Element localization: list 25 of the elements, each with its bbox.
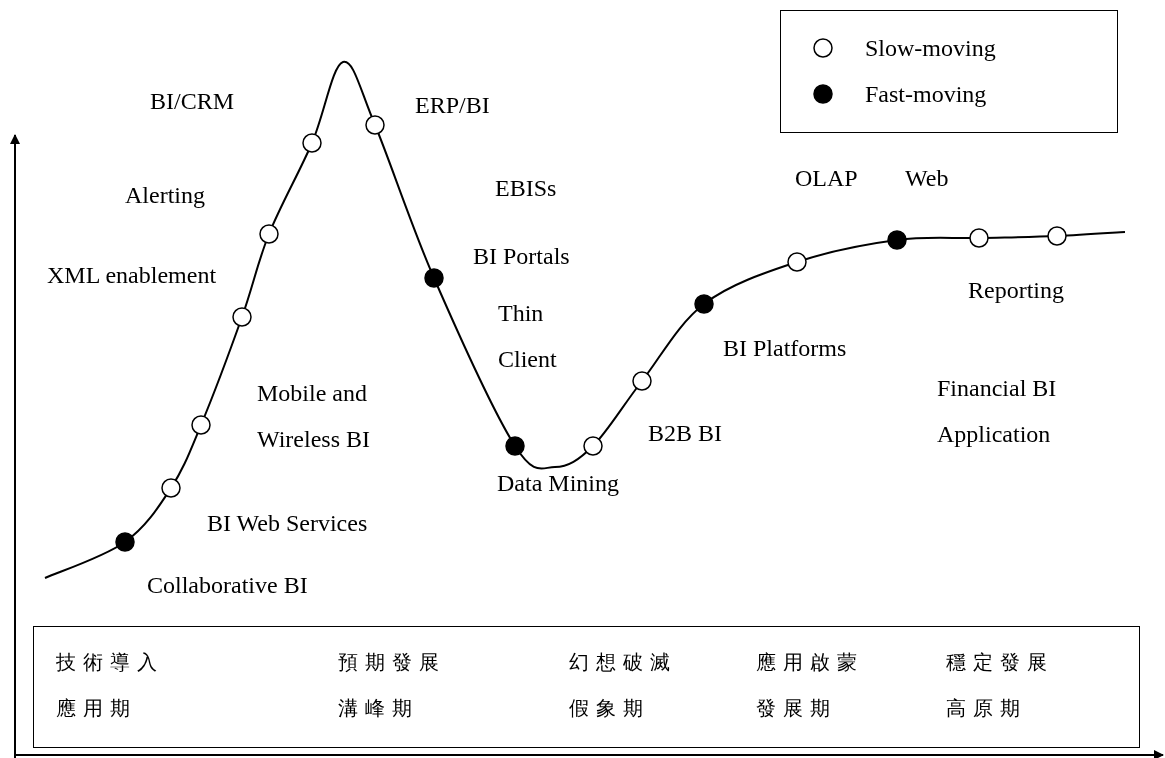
technology-label: Financial BI Application bbox=[937, 374, 1058, 449]
technology-label: Collaborative BI bbox=[147, 571, 308, 600]
technology-label: Web bbox=[905, 164, 949, 193]
technology-label: BI/CRM bbox=[150, 87, 235, 116]
technology-label: Mobile and Wireless BI bbox=[257, 379, 371, 454]
technology-label: B2B BI bbox=[648, 419, 722, 448]
phase-label: 應用啟蒙發展期 bbox=[756, 650, 865, 721]
technology-label: BI Platforms bbox=[723, 334, 847, 363]
technology-label: OLAP bbox=[795, 164, 858, 193]
legend-label: Fast-moving bbox=[865, 80, 987, 109]
legend-label: Slow-moving bbox=[865, 34, 996, 63]
phase-box bbox=[33, 626, 1140, 748]
technology-label: Alerting bbox=[125, 181, 205, 210]
technology-label: XML enablement bbox=[47, 261, 217, 290]
technology-label: Thin Client bbox=[498, 299, 558, 374]
technology-label: Data Mining bbox=[497, 469, 619, 498]
phase-label: 預期發展溝峰期 bbox=[338, 650, 447, 721]
technology-label: EBISs bbox=[495, 174, 557, 203]
phase-label: 穩定發展高原期 bbox=[946, 650, 1055, 721]
phase-label: 幻想破滅假象期 bbox=[569, 650, 678, 721]
technology-label: BI Portals bbox=[473, 242, 570, 271]
technology-label: Reporting bbox=[968, 276, 1064, 305]
technology-label: BI Web Services bbox=[207, 509, 368, 538]
phase-label: 技術導入應用期 bbox=[56, 650, 165, 721]
technology-label: ERP/BI bbox=[415, 91, 490, 120]
